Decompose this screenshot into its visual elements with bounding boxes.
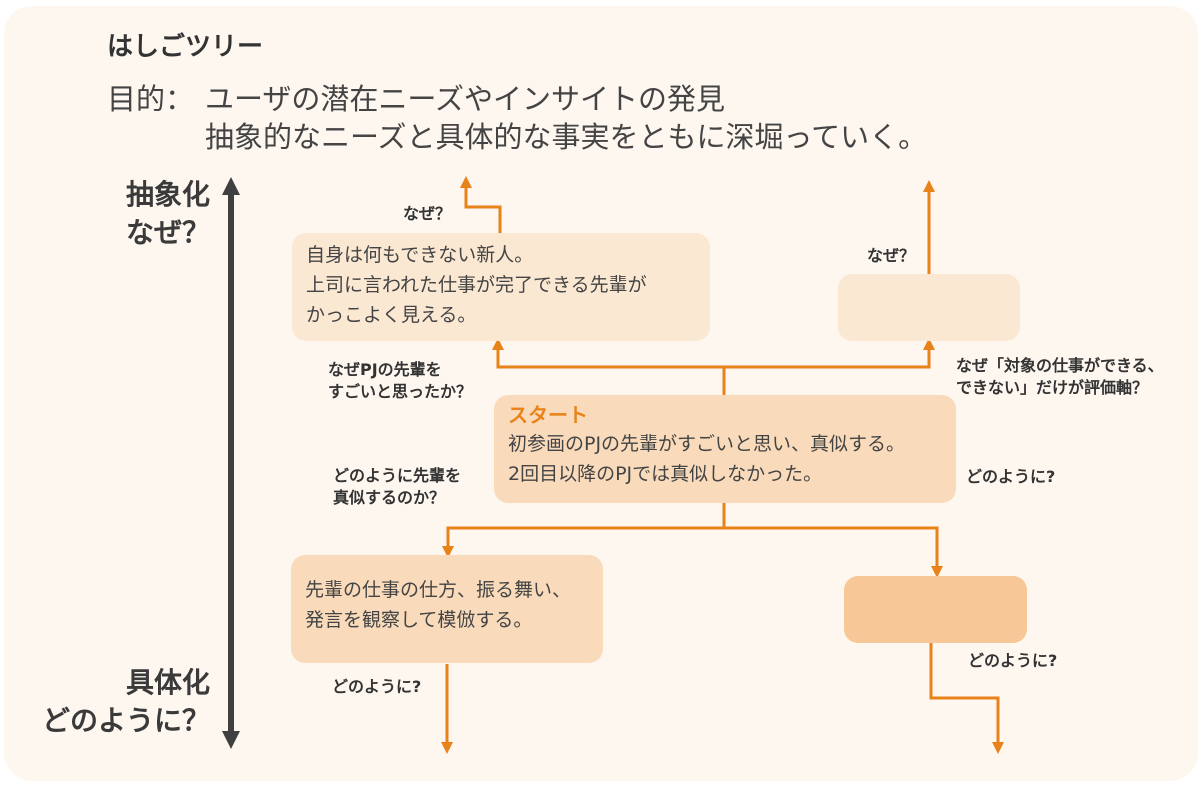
lower-left-line-2: 発言を観察して模倣する。 (305, 609, 533, 631)
why-label-left: なぜPJの先輩を すごいと思ったか？ (328, 359, 472, 403)
how-label-bottom-left: どのように? (332, 677, 422, 696)
purpose-line-1: ユーザの潜在ニーズやインサイトの発見 (205, 82, 725, 116)
how-left-line-1: どのように先輩を (333, 466, 462, 485)
axis-label-concrete: 具体化 どのように？ (10, 664, 210, 740)
upper-right-box (838, 274, 1020, 341)
upper-left-line-2: 上司に言われた仕事が完了できる先輩が (306, 274, 647, 296)
why-label-top-right: なぜ？ (867, 246, 916, 265)
lower-right-box (844, 576, 1027, 643)
start-up-right-connector (724, 338, 935, 369)
axis-label-abstract: 抽象化 なぜ？ (60, 176, 210, 252)
start-line-2: 2回目以降のPJでは真似しなかった。 (508, 463, 823, 485)
lower-left-line-1: 先輩の仕事の仕方、振る舞い、 (305, 579, 572, 601)
why-label-top-left: なぜ？ (403, 204, 452, 223)
upper-left-up-connector (460, 176, 502, 233)
start-heading: スタート (508, 403, 588, 427)
how-label-left: どのように先輩を 真似するのか？ (333, 465, 461, 509)
why-left-line-1: なぜPJの先輩を (328, 360, 442, 379)
lower-right-down-connector (929, 643, 1004, 754)
start-down-connector (442, 503, 726, 558)
how-left-line-2: 真似するのか？ (333, 488, 446, 507)
why-left-line-2: すごいと思ったか？ (328, 382, 473, 401)
axis-abstract-word: 抽象化 (125, 178, 210, 211)
connector-lines (441, 176, 1004, 754)
start-box: スタート 初参画のPJの先輩がすごいと思い、真似する。 2回目以降のPJでは真似… (494, 395, 956, 503)
axis-concrete-word: 具体化 (125, 666, 210, 699)
purpose-label: 目的： (107, 82, 195, 116)
how-label-bottom-right: どのように? (968, 651, 1058, 670)
diagram-title: はしごツリー (107, 32, 264, 62)
start-up-connector (492, 338, 726, 395)
why-label-right: なぜ「対象の仕事ができる、 できない」だけが評価軸？ (956, 355, 1164, 399)
upper-left-line-1: 自身は何もできない新人。 (306, 244, 534, 266)
why-right-line-1: なぜ「対象の仕事ができる、 (956, 356, 1164, 375)
start-line-1: 初参画のPJの先輩がすごいと思い、真似する。 (508, 433, 906, 455)
lower-left-box: 先輩の仕事の仕方、振る舞い、 発言を観察して模倣する。 (291, 555, 603, 663)
how-label-right: どのように? (966, 467, 1056, 486)
upper-left-line-3: かっこよく見える。 (306, 304, 477, 326)
start-down-right-connector (724, 526, 943, 578)
why-right-line-2: できない」だけが評価軸？ (956, 378, 1149, 397)
purpose-line-2: 抽象的なニーズと具体的な事実をともに深堀っていく。 (205, 120, 928, 154)
upper-left-box: 自身は何もできない新人。 上司に言われた仕事が完了できる先輩が かっこよく見える… (292, 233, 710, 341)
axis-how-word: どのように？ (41, 704, 210, 737)
axis-why-word: なぜ？ (125, 216, 210, 249)
